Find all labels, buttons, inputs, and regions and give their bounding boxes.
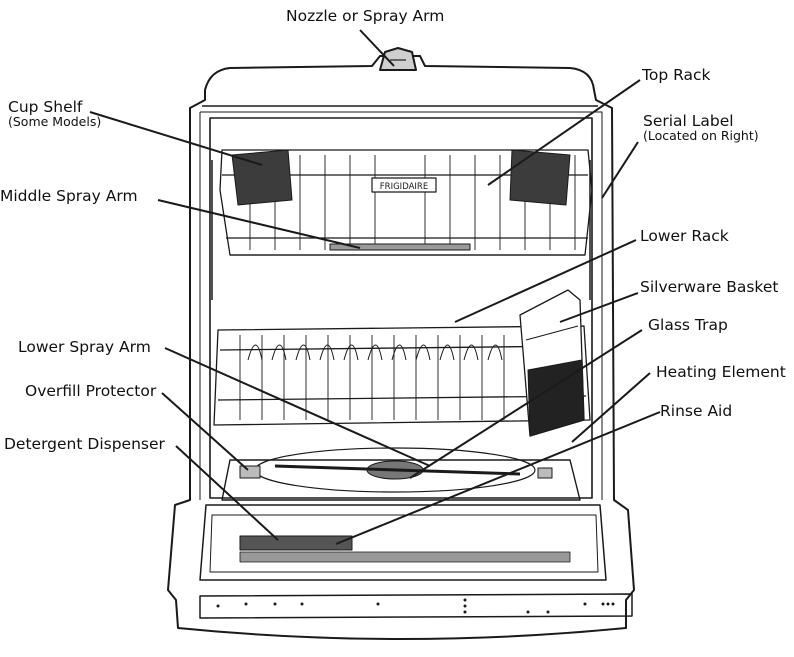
- label-middle-spray-arm: Middle Spray Arm: [0, 187, 138, 205]
- label-lower-rack: Lower Rack: [640, 227, 729, 245]
- door-inner-frame: [209, 117, 593, 499]
- dispenser-shape: [239, 535, 353, 551]
- label-silverware-basket: Silverware Basket: [640, 278, 779, 296]
- label-cup-shelf-note: (Some Models): [8, 114, 102, 130]
- leader-silverware-basket: [559, 292, 639, 323]
- silverware-basket-shape: [519, 289, 585, 437]
- label-detergent-dispenser: Detergent Dispenser: [4, 435, 165, 453]
- leader-middle-spray-arm: [157, 199, 361, 249]
- brand-plate: [371, 177, 437, 193]
- label-glass-trap: Glass Trap: [648, 316, 728, 334]
- lower-rack-tines: [239, 335, 505, 420]
- leader-cup-shelf: [89, 111, 263, 166]
- leader-glass-trap: [409, 329, 643, 479]
- leader-detergent: [175, 445, 279, 541]
- label-serial: Serial Label (Located on Right): [643, 112, 759, 144]
- label-cup-shelf: Cup Shelf (Some Models): [8, 98, 102, 130]
- leader-rinse-aid: [335, 411, 661, 545]
- label-heating-element: Heating Element: [656, 363, 786, 381]
- label-nozzle: Nozzle or Spray Arm: [286, 7, 445, 25]
- leader-heating-element: [571, 372, 651, 443]
- leader-lower-rack: [454, 239, 637, 323]
- leader-serial-label: [601, 141, 639, 199]
- label-top-rack: Top Rack: [642, 66, 711, 84]
- brand-text: FRIGIDAIRE: [380, 182, 428, 192]
- nozzle-shape: [379, 47, 417, 71]
- leader-nozzle: [359, 29, 395, 67]
- label-overfill-protector: Overfill Protector: [25, 382, 157, 400]
- tub-outline: [167, 55, 635, 640]
- leader-top-rack: [487, 79, 641, 186]
- label-lower-spray-arm: Lower Spray Arm: [18, 338, 151, 356]
- door-inside-panel: [199, 504, 607, 581]
- leader-overfill: [161, 392, 249, 471]
- label-cup-shelf-text: Cup Shelf: [8, 98, 83, 116]
- label-rinse-aid: Rinse Aid: [660, 402, 733, 420]
- tub-floor: [221, 447, 581, 501]
- top-rack-shape: [219, 149, 593, 256]
- leader-lower-spray-arm: [164, 347, 431, 467]
- label-serial-note: (Located on Right): [643, 128, 759, 144]
- label-serial-text: Serial Label: [643, 112, 734, 130]
- control-strip: [199, 593, 633, 619]
